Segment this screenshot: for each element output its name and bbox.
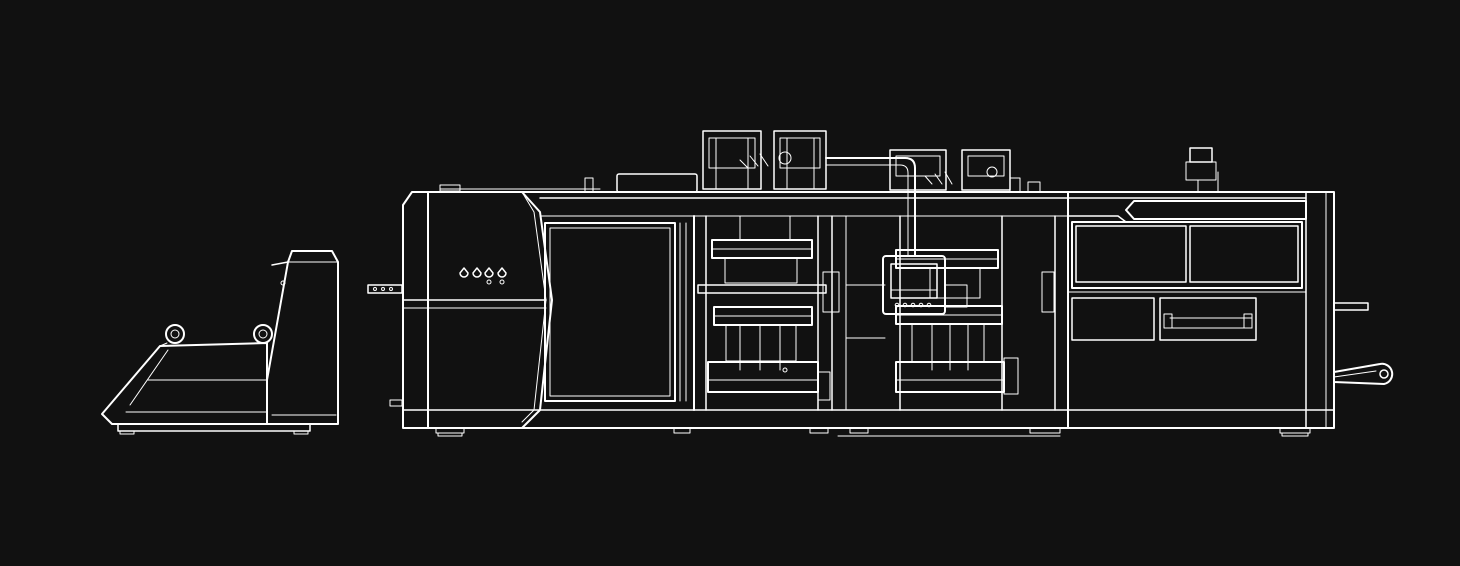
cylinder-2b [961, 149, 1011, 191]
machine-feet [435, 427, 1311, 437]
hmi-panel [882, 255, 968, 315]
cylinder-1a [702, 130, 762, 190]
top-sensor [1185, 147, 1219, 193]
roll-left [159, 324, 185, 347]
top-feed [439, 173, 698, 193]
forming-station-1 [693, 130, 827, 411]
outfeed-handle [1333, 302, 1394, 385]
frame-divider [1041, 191, 1069, 429]
pneumatic-pipe [825, 157, 916, 257]
unwinder-stand [101, 250, 339, 435]
roll-right [253, 324, 273, 344]
heater-window [544, 222, 687, 402]
control-buttons [459, 267, 507, 285]
stacking-section [1067, 200, 1307, 341]
cylinder-2a [889, 149, 947, 191]
middle-column [817, 215, 886, 411]
